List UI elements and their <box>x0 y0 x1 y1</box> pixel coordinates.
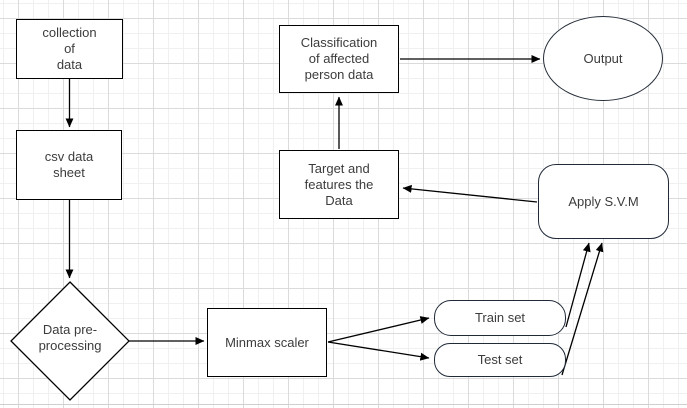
node-output[interactable]: Output <box>543 16 663 101</box>
node-test-set-label: Test set <box>477 352 523 367</box>
node-collection-of-data-label: collection of data <box>42 25 97 72</box>
node-csv-data-sheet-label: csv data sheet <box>44 149 94 180</box>
node-train-set-label: Train set <box>474 310 526 325</box>
node-data-preprocessing[interactable]: Data pre- processing <box>10 281 130 401</box>
edge-minmax-to-train[interactable] <box>327 316 430 343</box>
node-apply-svm[interactable]: Apply S.V.M <box>538 164 669 239</box>
node-target-and-features-label: Target and features the Data <box>304 160 374 208</box>
node-output-label: Output <box>583 50 623 66</box>
node-minmax-scaler-label: Minmax scaler <box>225 334 309 350</box>
edge-minmax-to-test[interactable] <box>327 341 430 361</box>
diamond-shape <box>10 281 130 401</box>
node-classification-label: Classification of affected person data <box>300 35 378 82</box>
canvas-bottom-edge <box>0 404 687 405</box>
node-classification[interactable]: Classification of affected person data <box>279 25 399 93</box>
node-target-and-features[interactable]: Target and features the Data <box>279 150 399 219</box>
node-collection-of-data[interactable]: collection of data <box>16 19 123 79</box>
node-data-preprocessing-label: Data pre- processing <box>38 322 102 353</box>
edge-svm-to-target[interactable] <box>402 184 538 203</box>
edge-train-to-svm[interactable] <box>565 242 591 328</box>
edge-test-to-svm[interactable] <box>561 242 604 376</box>
node-minmax-scaler[interactable]: Minmax scaler <box>207 308 327 377</box>
node-test-set[interactable]: Test set <box>434 343 566 377</box>
node-train-set[interactable]: Train set <box>434 300 566 336</box>
node-apply-svm-label: Apply S.V.M <box>568 193 639 209</box>
node-csv-data-sheet[interactable]: csv data sheet <box>16 130 122 200</box>
